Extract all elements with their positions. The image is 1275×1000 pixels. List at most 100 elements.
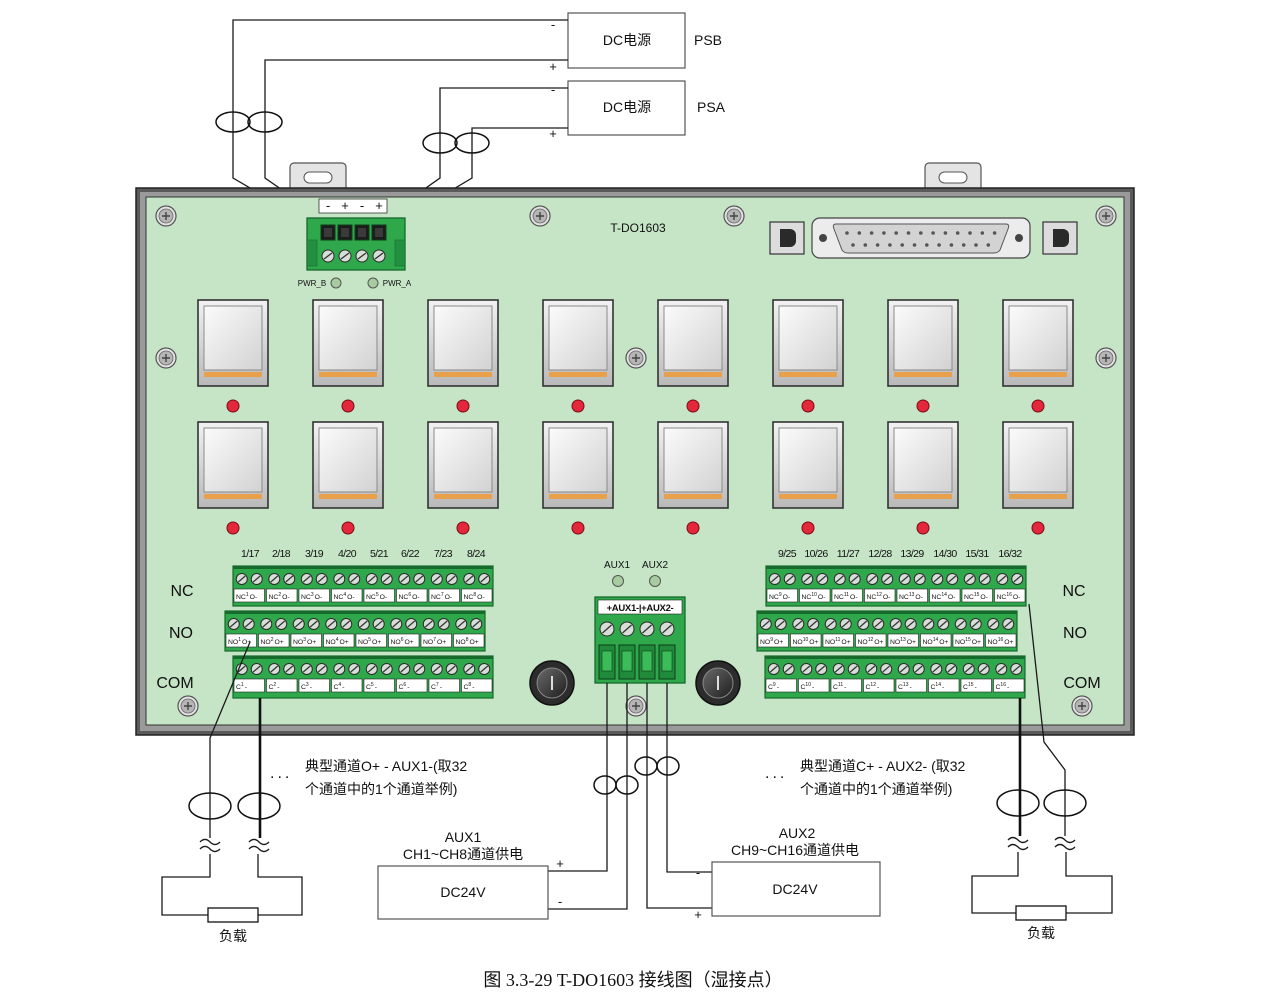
channel-label: 6/22	[401, 548, 420, 560]
polarity-mark: +	[375, 198, 383, 213]
terminal-screw-slot	[465, 665, 474, 673]
terminal-label-cell	[798, 678, 830, 693]
terminal-label-prefix: NC	[399, 594, 409, 601]
aux2-supply-title: AUX2	[779, 825, 816, 841]
terminal-label: NC6O-	[399, 592, 420, 601]
terminal-label-cell	[355, 633, 387, 648]
terminal-screw-slot	[794, 620, 803, 628]
relay	[1002, 421, 1074, 509]
relay-stripe	[434, 372, 492, 377]
terminal-label-cell	[790, 633, 822, 648]
terminal-screw-slot	[965, 575, 974, 583]
terminal-label-cell	[233, 588, 265, 603]
terminal-screw-slot	[980, 575, 989, 583]
terminal-screw-slot	[252, 665, 261, 673]
terminal-label: NC3O-	[301, 592, 322, 601]
rotary-switch-right	[695, 660, 741, 706]
terminal-screw-slot	[244, 620, 253, 628]
aux-terminal-label-strip	[597, 599, 683, 615]
terminal-label-suffix: O+	[774, 639, 783, 646]
terminal-screw-slot	[252, 575, 261, 583]
terminal-screw-slot	[933, 575, 942, 583]
psa-label: DC电源	[603, 99, 651, 115]
relay-window	[203, 427, 263, 493]
aux1-supply-subtitle: CH1~CH8通道供电	[403, 846, 523, 862]
connector-pin	[955, 231, 960, 235]
polarity-mark: -	[326, 198, 330, 213]
terminal-label-prefix: NO	[423, 639, 433, 646]
mounting-screw	[529, 205, 551, 227]
relay-array	[197, 299, 1074, 509]
terminal-label-suffix: O-	[980, 594, 988, 601]
screw-slot	[730, 212, 738, 220]
terminal-label-suffix: -	[245, 684, 247, 691]
terminal-label: NC7O-	[431, 592, 452, 601]
terminal-screw-slot	[900, 575, 909, 583]
terminal-label-suffix: O+	[404, 639, 413, 646]
relay-stripe	[779, 372, 837, 377]
terminal-label-cell	[929, 588, 961, 603]
relay-status-led	[801, 521, 815, 535]
terminal-row-no-right: NO9O+NO10O+NO11O+NO12O+NO13O+NO14O+NO15O…	[756, 610, 1018, 652]
terminal-label-suffix: O+	[339, 639, 348, 646]
relay-status-led	[801, 399, 815, 413]
terminal-screw-slot	[785, 575, 794, 583]
terminal-label-prefix: C	[801, 684, 806, 691]
terminal-screw-slot	[874, 620, 883, 628]
terminal-label-prefix: C	[334, 684, 339, 691]
terminal-screw-slot	[998, 575, 1007, 583]
terminal-screw-slot	[350, 665, 359, 673]
terminal-label-channel: 16	[998, 637, 1004, 643]
terminal-screw-slot	[340, 252, 350, 260]
channel-label: 14/30	[933, 548, 957, 560]
terminal-row-com-right: C9-C10-C11-C12-C13-C14-C15-C16-	[764, 655, 1026, 699]
terminal-label-cell	[363, 678, 395, 693]
terminal-screw-slot	[465, 575, 474, 583]
terminal-label-suffix: -	[407, 684, 409, 691]
terminal-label: C2-	[269, 682, 280, 691]
aux2-plus-sign: +	[694, 907, 702, 922]
screw-slot	[162, 212, 170, 220]
terminal-label-channel: 15	[974, 592, 980, 598]
terminal-label-cell	[863, 678, 895, 693]
terminal-label-cell	[928, 678, 960, 693]
relay-window	[203, 305, 263, 371]
terminal-label-prefix: C	[431, 684, 436, 691]
terminal-screw-slot	[602, 624, 612, 634]
relay	[427, 421, 499, 509]
screw-slot	[536, 212, 544, 220]
connector-pins	[845, 231, 997, 247]
terminal-label: NO4O+	[326, 637, 349, 646]
terminal-label-channel: 6	[401, 637, 404, 643]
terminal-label-cell	[461, 588, 493, 603]
terminal-label-suffix: O-	[783, 594, 791, 601]
terminal-label: C16-	[996, 682, 1010, 691]
terminal-label-channel: 5	[371, 682, 374, 688]
mounting-screw	[155, 347, 177, 369]
terminal-label-suffix: O+	[307, 639, 316, 646]
relay-window	[893, 427, 953, 493]
terminal-label-suffix: O+	[242, 639, 251, 646]
terminal-label-cell	[331, 588, 363, 603]
channel-label: 12/28	[868, 548, 892, 560]
terminal-label-cell	[266, 588, 298, 603]
psb-plus-sign: +	[549, 59, 557, 74]
terminal-screw-slot	[826, 620, 835, 628]
terminal-screw-slot	[309, 620, 318, 628]
terminal-label-suffix: -	[472, 684, 474, 691]
terminal-screw-slot	[457, 620, 466, 628]
terminal-label-suffix: O-	[883, 594, 891, 601]
relay-stripe	[434, 494, 492, 499]
mounting-screw	[177, 695, 199, 717]
connector-pin	[882, 231, 886, 235]
load-resistor	[207, 907, 259, 923]
connector-pin	[845, 231, 849, 235]
relay	[657, 421, 729, 509]
terminal-screw-slot	[915, 575, 924, 583]
terminal-label-suffix: -	[909, 684, 911, 691]
terminal-label-channel: 11	[844, 592, 849, 598]
terminal-label-suffix: O-	[412, 594, 420, 601]
terminal-label-channel: 16	[1006, 592, 1012, 598]
terminal-label-cell	[887, 633, 919, 648]
connector-pin	[992, 231, 997, 235]
